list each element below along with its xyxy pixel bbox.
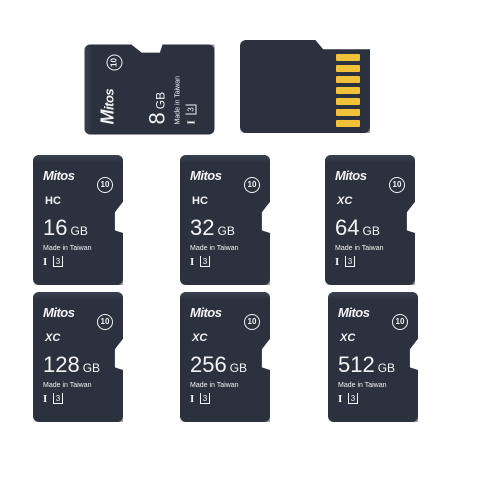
uhs-roman: I xyxy=(190,393,195,405)
card-8gb: Mitos 10 8GB Made in Taiwan I 3 xyxy=(85,45,215,135)
contact-pad xyxy=(336,54,360,61)
brand-logo: Mitos xyxy=(43,305,75,320)
uhs-grade-badge: 3 xyxy=(53,256,63,267)
contact-pad xyxy=(336,120,360,127)
uhs-roman: I xyxy=(190,256,195,268)
brand-logo: Mitos xyxy=(190,168,222,183)
class-10-badge: 10 xyxy=(97,177,113,193)
contact-pad xyxy=(336,109,360,116)
brand-logo: Mitos xyxy=(43,168,75,183)
uhs-grade-badge: 3 xyxy=(186,105,197,115)
class-10-badge: 10 xyxy=(97,314,113,330)
uhs-roman: I xyxy=(43,256,48,268)
sd-type-mark: XC xyxy=(337,195,353,207)
brand-logo: Mitos xyxy=(97,88,118,125)
brand-logo: Mitos xyxy=(335,168,367,183)
brand-logo: Mitos xyxy=(190,305,222,320)
class-10-badge: 10 xyxy=(244,177,260,193)
contact-pad xyxy=(336,98,360,105)
made-in-label: Made in Taiwan xyxy=(338,382,387,389)
made-in-label: Made in Taiwan xyxy=(335,245,384,252)
uhs-roman: I xyxy=(185,120,198,125)
uhs-grade-badge: 3 xyxy=(53,393,63,404)
sd-type-mark: XC xyxy=(340,332,356,344)
uhs-grade-badge: 3 xyxy=(348,393,358,404)
made-in-label: Made in Taiwan xyxy=(190,382,239,389)
sd-type-mark: HC xyxy=(192,195,208,207)
uhs-roman: I xyxy=(43,393,48,405)
made-in-label: Made in Taiwan xyxy=(43,245,92,252)
made-in-label: Made in Taiwan xyxy=(43,382,92,389)
sd-type-mark: XC xyxy=(192,332,208,344)
uhs-grade-badge: 3 xyxy=(200,256,210,267)
brand-logo: Mitos xyxy=(338,305,370,320)
capacity-label: 8GB xyxy=(144,91,170,125)
class-10-badge: 10 xyxy=(107,55,123,71)
uhs-roman: I xyxy=(335,256,340,268)
made-in-label: Made in Taiwan xyxy=(190,245,239,252)
uhs-grade-badge: 3 xyxy=(200,393,210,404)
contact-pad xyxy=(336,76,360,83)
uhs-roman: I xyxy=(338,393,343,405)
sd-type-mark: HC xyxy=(45,195,61,207)
class-10-badge: 10 xyxy=(392,314,408,330)
contact-pad xyxy=(336,65,360,72)
sd-type-mark: XC xyxy=(45,332,61,344)
card-back xyxy=(240,40,370,133)
card-8gb-rotated: Mitos 10 8GB Made in Taiwan I 3 xyxy=(85,42,215,135)
uhs-grade-badge: 3 xyxy=(345,256,355,267)
made-in-label: Made in Taiwan xyxy=(174,75,182,125)
class-10-badge: 10 xyxy=(389,177,405,193)
class-10-badge: 10 xyxy=(244,314,260,330)
contact-pad xyxy=(336,87,360,94)
